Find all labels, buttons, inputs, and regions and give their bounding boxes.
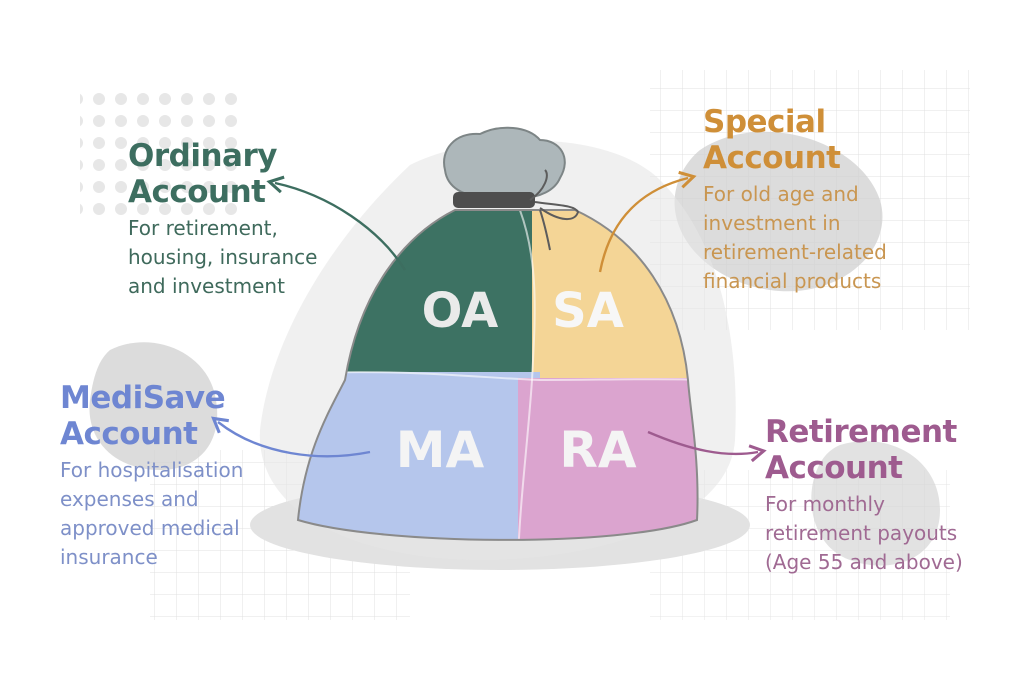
segment-oa-label: OA <box>422 283 499 339</box>
dot-pattern-top-left <box>80 85 245 215</box>
segment-sa-label: SA <box>552 283 624 339</box>
blob-right <box>811 441 940 566</box>
arrow-sa <box>598 170 697 273</box>
special-account-description-line: For old age and <box>703 182 859 206</box>
ordinary-account-description-line: housing, insurance <box>128 245 318 269</box>
special-account-description-line: financial products <box>703 269 882 293</box>
bag-band <box>453 192 535 208</box>
blob-left <box>89 342 218 470</box>
special-account-description-line: retirement-related <box>703 240 887 264</box>
retirement-account-description-line: retirement payouts <box>765 521 958 545</box>
retirement-account-description-line: (Age 55 and above) <box>765 550 963 574</box>
arrow-ma <box>211 416 371 458</box>
medisave-account-description-line: For hospitalisation <box>60 458 244 482</box>
ordinary-account-description: For retirement, housing, insurance and i… <box>128 214 317 301</box>
ordinary-account-description-line: For retirement, <box>128 216 278 240</box>
ordinary-account-title-line: Ordinary <box>128 138 277 174</box>
special-account-label: Special Account For old age and investme… <box>703 104 887 296</box>
retirement-account-label: Retirement Account For monthly retiremen… <box>765 414 963 577</box>
retirement-account-title: Retirement Account <box>765 414 963 486</box>
medisave-account-title-line: MediSave <box>60 380 226 416</box>
bag-tie-string <box>529 169 580 251</box>
ordinary-account-title: Ordinary Account <box>128 138 317 210</box>
special-account-description-line: investment in <box>703 211 841 235</box>
retirement-account-title-line: Account <box>765 450 903 486</box>
blob-top-right <box>674 131 883 292</box>
arrow-oa <box>266 175 407 271</box>
segment-divider-horizontal <box>298 371 698 382</box>
medisave-account-description-line: insurance <box>60 545 158 569</box>
medisave-account-description: For hospitalisation expenses and approve… <box>60 456 243 572</box>
retirement-account-description: For monthly retirement payouts (Age 55 a… <box>765 490 963 577</box>
medisave-account-title: MediSave Account <box>60 380 243 452</box>
retirement-account-title-line: Retirement <box>765 414 957 450</box>
ordinary-account-description-line: and investment <box>128 274 285 298</box>
special-account-title-line: Special <box>703 104 826 140</box>
segment-ma-label: MA <box>396 421 485 479</box>
bag-neck <box>443 126 566 200</box>
segment-ra-label: RA <box>559 421 637 479</box>
segment-ra <box>518 378 698 540</box>
medisave-account-description-line: approved medical <box>60 516 240 540</box>
medisave-account-description-line: expenses and <box>60 487 199 511</box>
retirement-account-description-line: For monthly <box>765 492 885 516</box>
special-account-description: For old age and investment in retirement… <box>703 180 887 296</box>
arrow-ra <box>647 430 767 463</box>
segment-divider-vertical <box>517 210 536 540</box>
ordinary-account-label: Ordinary Account For retirement, housing… <box>128 138 317 301</box>
special-account-title: Special Account <box>703 104 887 176</box>
ordinary-account-title-line: Account <box>128 174 266 210</box>
special-account-title-line: Account <box>703 140 841 176</box>
medisave-account-label: MediSave Account For hospitalisation exp… <box>60 380 243 572</box>
bag-outline <box>296 209 699 541</box>
medisave-account-title-line: Account <box>60 416 198 452</box>
